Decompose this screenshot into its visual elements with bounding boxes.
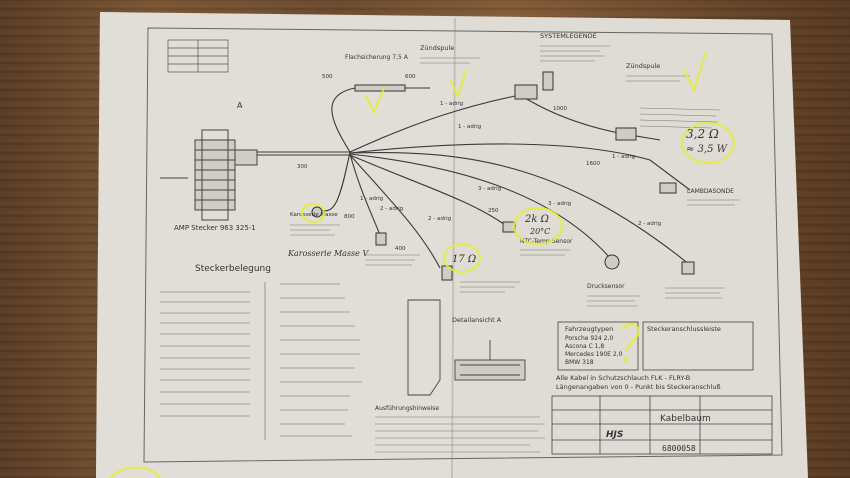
handwritten-temp-ntc: 20°C xyxy=(529,227,550,236)
connector-plug-icon xyxy=(375,232,387,246)
wire-label: 2 - adrig xyxy=(638,221,661,227)
pressure-sensor-label: Drucksensor xyxy=(587,283,625,290)
ground-eyelet-icon xyxy=(311,206,323,218)
vehicle-item: Porsche 924 2,0 xyxy=(565,335,613,342)
wire-label: 2 - adrig xyxy=(428,216,451,222)
ignition-coil-top-label: Zündspule xyxy=(420,44,454,52)
ignition-coil-right-label: Zündspule xyxy=(626,62,660,70)
wire-label: 1 - adrig xyxy=(440,101,463,107)
title-block xyxy=(551,395,773,455)
note-line-1: Alle Kabel in Schutzschlauch FLK - FLRY-… xyxy=(556,374,690,382)
lambda-label: LAMBDASONDE xyxy=(687,188,734,195)
wire-label: 1 - adrig xyxy=(458,124,481,130)
lambda-sensor-icon xyxy=(659,182,677,194)
ntc-label: NTC-Temp-Sensor xyxy=(520,238,573,245)
detail-view xyxy=(407,299,526,396)
handwritten-resistance-left: 17 Ω xyxy=(452,254,476,265)
wire-label: 1 - adrig xyxy=(360,196,383,202)
note-line-2: Längenangaben von 0 - Punkt bis Steckera… xyxy=(556,383,721,391)
handwritten-ground-note: Karosserie Masse V xyxy=(287,249,369,258)
dimension-legend-table xyxy=(167,39,229,73)
pressure-sensor-icon xyxy=(604,254,620,270)
vehicle-table xyxy=(557,321,754,371)
component-shapes xyxy=(311,71,695,281)
handwritten-power-top: ≈ 3,5 W xyxy=(686,144,728,155)
amp-connector xyxy=(194,129,258,221)
dimension: 1000 xyxy=(553,106,567,112)
highlighter-annotations xyxy=(109,51,735,478)
dimension: 250 xyxy=(488,208,499,214)
hjs-logo: HJS xyxy=(606,430,623,440)
plug-heading: Steckeranschlussleiste xyxy=(647,325,721,333)
dimension: 300 xyxy=(297,164,308,170)
system-legend-label: SYSTEMLEGENDE xyxy=(540,32,597,40)
drawing-number: 6800058 xyxy=(662,444,696,453)
drawing-frame xyxy=(143,27,783,463)
notes-heading: Ausführungshinweise xyxy=(375,405,439,412)
ignition-coil-plug-icon xyxy=(514,84,538,100)
wire-label: 1 - adrig xyxy=(612,154,635,160)
vehicle-item: Mercedes 190E 2,0 xyxy=(565,351,623,358)
wire-label: 3 - adrig xyxy=(548,201,571,207)
drawing-title: Kabelbaum xyxy=(660,414,711,424)
vehicle-item: Ascona C 1,8 xyxy=(565,343,604,350)
vehicle-heading: Fahrzeugtypen xyxy=(565,325,613,333)
vehicle-item: BMW 318 xyxy=(565,359,594,366)
handwritten-resistance-ntc: 2k Ω xyxy=(524,214,549,225)
wire-label: 2 - adrig xyxy=(380,206,403,212)
notes-lines xyxy=(375,416,545,453)
ground-label: Karosserie Masse xyxy=(290,212,338,218)
handwritten-resistance-top: 3,2 Ω xyxy=(686,127,719,141)
spec-text-lines xyxy=(290,45,740,307)
pin-assignment-title: Steckerbelegung xyxy=(195,264,271,274)
dimension: 800 xyxy=(344,214,355,220)
pin-assignment-list xyxy=(160,282,362,440)
dimension: 600 xyxy=(405,74,416,80)
detail-marker: A xyxy=(237,101,243,110)
connector-label: AMP Stecker 963 325-1 xyxy=(174,224,256,232)
wire-label: 3 - adrig xyxy=(478,186,501,192)
detail-title: Detailansicht A xyxy=(452,316,502,324)
dimension: 400 xyxy=(395,246,406,252)
dimension: 500 xyxy=(322,74,333,80)
flat-fuse-icon xyxy=(354,84,406,92)
flat-fuse-label: Flachsicherung 7,5 A xyxy=(345,54,409,61)
dimension: 1600 xyxy=(586,161,600,167)
